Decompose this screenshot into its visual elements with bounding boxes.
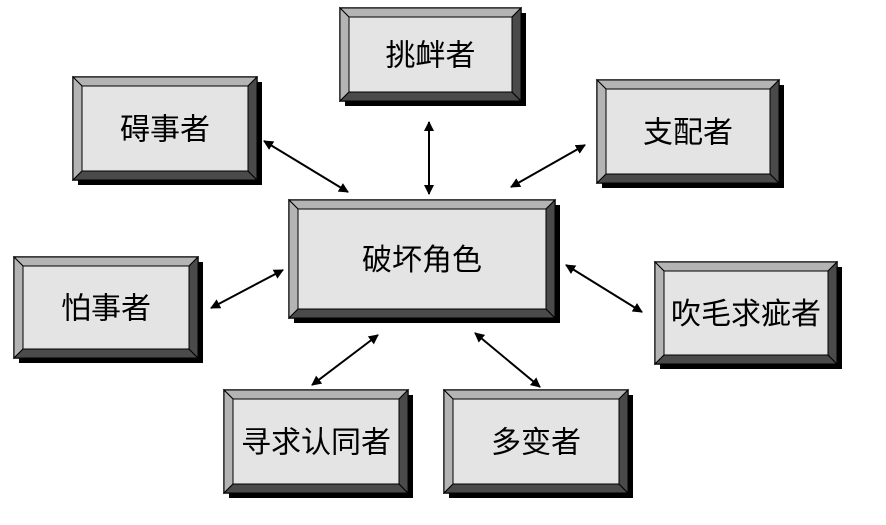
bevel-top <box>287 199 557 210</box>
arrow-obstructor <box>263 140 349 193</box>
bevel-top <box>71 76 259 87</box>
bevel-left <box>443 388 454 495</box>
bevel-top <box>12 256 200 267</box>
bevel-bottom <box>442 483 630 494</box>
node-obstructor: 碍事者 <box>71 75 262 185</box>
node-face <box>663 270 829 356</box>
bevel-right <box>827 260 838 366</box>
bevel-left <box>654 260 665 366</box>
bevel-bottom <box>338 91 523 102</box>
edges <box>210 121 643 388</box>
node-face <box>232 398 400 485</box>
bevel-top <box>595 79 781 90</box>
bevel-left <box>223 388 234 495</box>
node-label-provoker: 挑衅者 <box>386 39 476 74</box>
node-label-changeable: 多变者 <box>491 426 581 461</box>
node-label-center: 破坏角色 <box>362 243 482 278</box>
bevel-bottom <box>595 173 781 184</box>
node-label-timid: 怕事者 <box>61 292 151 327</box>
bevel-right <box>769 78 780 185</box>
bevel-right <box>545 198 556 320</box>
bevel-right <box>511 6 522 103</box>
bevel-bottom <box>653 354 839 365</box>
bevel-right <box>188 255 199 360</box>
node-timid: 怕事者 <box>12 255 203 363</box>
node-nitpicker: 吹毛求疵者 <box>653 260 842 369</box>
node-label-obstructor: 碍事者 <box>120 113 210 148</box>
bevel-bottom <box>71 170 259 181</box>
bevel-left <box>596 78 607 185</box>
node-face <box>22 265 190 350</box>
arrow-nitpicker <box>565 264 643 313</box>
node-face <box>605 88 771 175</box>
node-label-nitpicker: 吹毛求疵者 <box>671 297 821 332</box>
node-dominator: 支配者 <box>595 78 784 188</box>
bevel-top <box>222 389 410 400</box>
node-face <box>81 85 249 172</box>
arrow-approval-seeker <box>311 334 379 386</box>
node-label-dominator: 支配者 <box>643 116 733 151</box>
bevel-left <box>13 255 24 360</box>
node-center: 破坏角色 <box>287 198 560 323</box>
node-face <box>452 398 620 485</box>
arrow-timid <box>210 269 284 309</box>
node-provoker: 挑衅者 <box>338 6 526 106</box>
bevel-right <box>618 388 629 495</box>
bevel-right <box>398 388 409 495</box>
bevel-top <box>653 261 839 272</box>
bevel-bottom <box>12 348 200 359</box>
bevel-right <box>247 75 258 182</box>
bevel-bottom <box>222 483 410 494</box>
arrow-dominator <box>510 144 586 188</box>
bevel-bottom <box>287 308 557 319</box>
node-approval-seeker: 寻求认同者 <box>222 388 413 498</box>
bevel-left <box>72 75 83 182</box>
node-changeable: 多变者 <box>442 388 633 498</box>
bevel-top <box>338 7 523 18</box>
arrow-changeable <box>474 332 541 388</box>
node-face <box>348 16 513 93</box>
node-face <box>297 208 547 310</box>
bevel-left <box>288 198 299 320</box>
bevel-left <box>339 6 350 103</box>
node-label-approval-seeker: 寻求认同者 <box>241 426 391 461</box>
bevel-top <box>442 389 630 400</box>
